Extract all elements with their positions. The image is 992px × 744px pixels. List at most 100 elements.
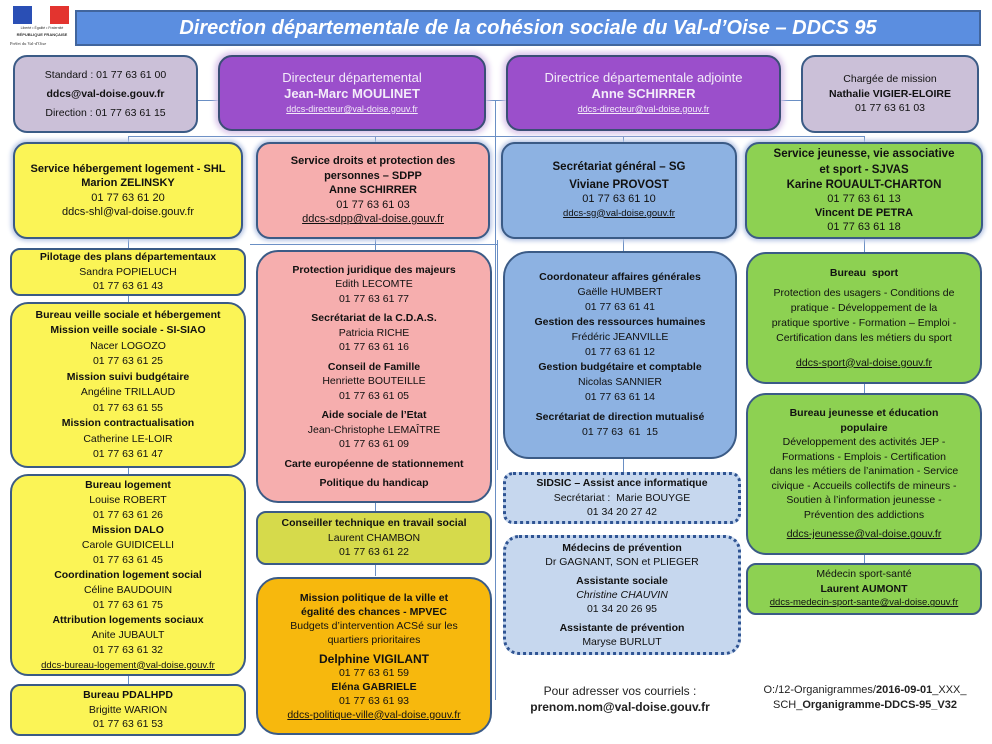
- jeunesse-email-link[interactable]: ddcs-jeunesse@val-doise.gouv.fr: [786, 528, 942, 541]
- logement-item-phone: 01 77 63 61 75: [92, 598, 164, 611]
- sport-email-link[interactable]: ddcs-sport@val-doise.gouv.fr: [796, 356, 932, 369]
- file-path-code: _XXX_: [932, 684, 967, 696]
- file-path: O:/12-Organigrammes/2016-09-01_XXX_ SCH_…: [750, 683, 980, 713]
- sg-email-link[interactable]: ddcs-sg@val-doise.gouv.fr: [563, 207, 675, 219]
- sdpp-unit-phone: 01 77 63 61 77: [338, 292, 410, 305]
- mpvec-title-line1: Mission politique de la ville et: [299, 591, 449, 604]
- deputy-email-link[interactable]: ddcs-directeur@val-doise.gouv.fr: [577, 103, 710, 114]
- deputy-name: Anne SCHIRRER: [591, 85, 696, 101]
- connector-services-horizontal: [128, 136, 864, 137]
- page-title-text: Direction départementale de la cohésion …: [179, 16, 877, 39]
- standard-phone: Standard : 01 77 63 61 00: [44, 68, 167, 81]
- mission-phone: 01 77 63 61 03: [854, 102, 926, 115]
- director-role: Directeur départemental: [282, 69, 422, 85]
- sg-unit-title: Gestion budgétaire et comptable: [538, 361, 702, 373]
- medecin-sport-name: Laurent AUMONT: [820, 582, 908, 595]
- logo-prefect: Préfet du Val-d'Oise: [10, 41, 47, 46]
- logement-email-link[interactable]: ddcs-bureau-logement@val-doise.gouv.fr: [41, 659, 215, 671]
- sg-unit-name: Nicolas SANNIER: [577, 376, 663, 388]
- direction-phone: Direction : 01 77 63 61 15: [45, 106, 166, 119]
- sdpp-unit-name: Patricia RICHE: [338, 326, 410, 339]
- jeunesse-title-line2: populaire: [840, 421, 888, 434]
- logement-item-name: Anite JUBAULT: [91, 628, 165, 641]
- file-path-name: Organigramme-DDCS-95_V32: [802, 699, 957, 711]
- pdalhpd-name: Brigitte WARION: [88, 703, 168, 716]
- pilotage-phone: 01 77 63 61 43: [92, 280, 164, 293]
- veille-item-phone: 01 77 63 61 55: [92, 401, 164, 414]
- bureau-jeunesse-box: Bureau jeunesse et éducation populaire D…: [746, 393, 982, 555]
- logement-item-name: Louise ROBERT: [89, 493, 167, 506]
- general-email[interactable]: ddcs@val-doise.gouv.fr: [46, 87, 165, 100]
- sdpp-unit-name: Edith LECOMTE: [335, 278, 413, 290]
- connector-sg-left-vertical: [497, 240, 498, 470]
- mpvec-name1: Delphine VIGILANT: [318, 651, 429, 666]
- mission-role: Chargée de mission: [843, 73, 937, 86]
- sg-head-name: Viviane PROVOST: [569, 178, 669, 191]
- file-path-line1: O:/12-Organigrammes/2016-09-01_XXX_: [750, 683, 980, 698]
- medecin-sport-title: Médecin sport-santé: [816, 568, 912, 581]
- sport-desc-line4: Certification dans les métiers du sport: [776, 331, 952, 344]
- jeunesse-desc-line: Prévention des addictions: [803, 508, 925, 521]
- shl-head-box: Service hébergement logement - SHL Mario…: [13, 142, 243, 239]
- general-contact-box: Standard : 01 77 63 61 00 ddcs@val-doise…: [13, 55, 198, 133]
- social-assistant-name: Christine CHAUVIN: [576, 589, 668, 601]
- deputy-role: Directrice départementale adjointe: [544, 69, 743, 85]
- sport-desc-line1: Protection des usagers - Conditions de: [773, 286, 955, 299]
- pdalhpd-title: Bureau PDALHPD: [83, 689, 173, 702]
- veille-title: Bureau veille sociale et hébergement: [35, 308, 221, 321]
- director-email-link[interactable]: ddcs-directeur@val-doise.gouv.fr: [286, 103, 418, 114]
- sdpp-units-box: Protection juridique des majeurs Edith L…: [256, 250, 492, 503]
- medecins-names: Dr GAGNANT, SON et PLIEGER: [545, 556, 699, 568]
- medecins-title: Médecins de prévention: [562, 542, 682, 554]
- shl-phone: 01 77 63 61 20: [91, 191, 165, 204]
- logo-republic: RÉPUBLIQUE FRANÇAISE: [16, 32, 68, 37]
- pilotage-name: Sandra POPIELUCH: [79, 265, 177, 278]
- director-box: Directeur départemental Jean-Marc MOULIN…: [218, 55, 486, 131]
- connector-main-vertical: [495, 100, 496, 700]
- mpvec-title-line2: égalité des chances - MPVEC: [301, 605, 447, 618]
- conseiller-box: Conseiller technique en travail social L…: [256, 511, 492, 565]
- sport-desc-line2: pratique - Développement de la: [790, 301, 938, 314]
- mpvec-email-link[interactable]: ddcs-politique-ville@val-doise.gouv.fr: [287, 708, 461, 721]
- sidsic-title: SIDSIC – Assist ance informatique: [536, 477, 708, 490]
- flag-icon: [13, 6, 70, 24]
- file-path-line2: SCH_Organigramme-DDCS-95_V32: [750, 698, 980, 713]
- prevention-assistant-title: Assistante de prévention: [559, 622, 685, 634]
- director-name: Jean-Marc MOULINET: [284, 85, 420, 101]
- sg-head-box: Secrétariat général – SG Viviane PROVOST…: [501, 142, 737, 239]
- sdpp-phone: 01 77 63 61 03: [336, 198, 410, 211]
- sport-desc-line3: pratique sportive - Formation – Emploi -: [771, 316, 957, 329]
- sg-secretariat-title: Secrétariat de direction mutualisé: [535, 411, 705, 423]
- social-assistant-phone: 01 34 20 26 95: [586, 603, 658, 615]
- veille-item-name: Nacer LOGOZO: [90, 339, 166, 352]
- sg-unit-phone: 01 77 63 61 12: [584, 346, 656, 358]
- logement-item-title: Coordination logement social: [54, 568, 202, 581]
- shl-email[interactable]: ddcs-shl@val-doise.gouv.fr: [61, 206, 195, 218]
- mail-instructions: Pour adresser vos courriels : prenom.nom…: [505, 683, 735, 715]
- sdpp-email-link[interactable]: ddcs-sdpp@val-doise.gouv.fr: [302, 213, 444, 226]
- logement-item-name: Carole GUIDICELLI: [81, 538, 175, 551]
- sdpp-parking-card: Carte européenne de stationnement: [284, 457, 464, 470]
- sdpp-unit-title: Protection juridique des majeurs: [292, 263, 456, 276]
- sdpp-unit-name: Henriette BOUTEILLE: [322, 375, 426, 387]
- logo-motto: Liberté • Égalité • Fraternité: [20, 26, 64, 30]
- sdpp-unit-phone: 01 77 63 61 09: [338, 438, 410, 450]
- logement-item-name: Céline BAUDOUIN: [83, 583, 173, 596]
- conseiller-name: Laurent CHAMBON: [327, 531, 421, 544]
- sjvas-head-name1: Karine ROUAULT-CHARTON: [786, 179, 942, 191]
- mail-label: Pour adresser vos courriels :: [543, 684, 697, 698]
- mpvec-name2: Eléna GABRIELE: [331, 680, 417, 693]
- jeunesse-title-line1: Bureau jeunesse et éducation: [789, 407, 939, 420]
- medecin-sport-email-link[interactable]: ddcs-medecin-sport-sante@val-doise.gouv.…: [769, 597, 959, 609]
- sdpp-unit-title: Conseil de Famille: [327, 360, 421, 373]
- veille-item-name: Catherine LE-LOIR: [83, 432, 173, 445]
- sg-unit-title: Gestion des ressources humaines: [534, 316, 706, 328]
- sjvas-phone1: 01 77 63 61 13: [827, 193, 901, 205]
- social-assistant-title: Assistante sociale: [576, 575, 668, 587]
- file-path-folder: O:/12-Organigrammes/: [763, 684, 876, 696]
- mpvec-desc-line2: quartiers prioritaires: [327, 633, 421, 646]
- logo: Liberté • Égalité • Fraternité RÉPUBLIQU…: [10, 6, 72, 48]
- sg-secretariat-phone: 01 77 63 61 15: [582, 426, 658, 438]
- sjvas-title-line2: et sport - SJVAS: [819, 164, 909, 176]
- bureau-sport-box: Bureau sport Protection des usagers - Co…: [746, 252, 982, 384]
